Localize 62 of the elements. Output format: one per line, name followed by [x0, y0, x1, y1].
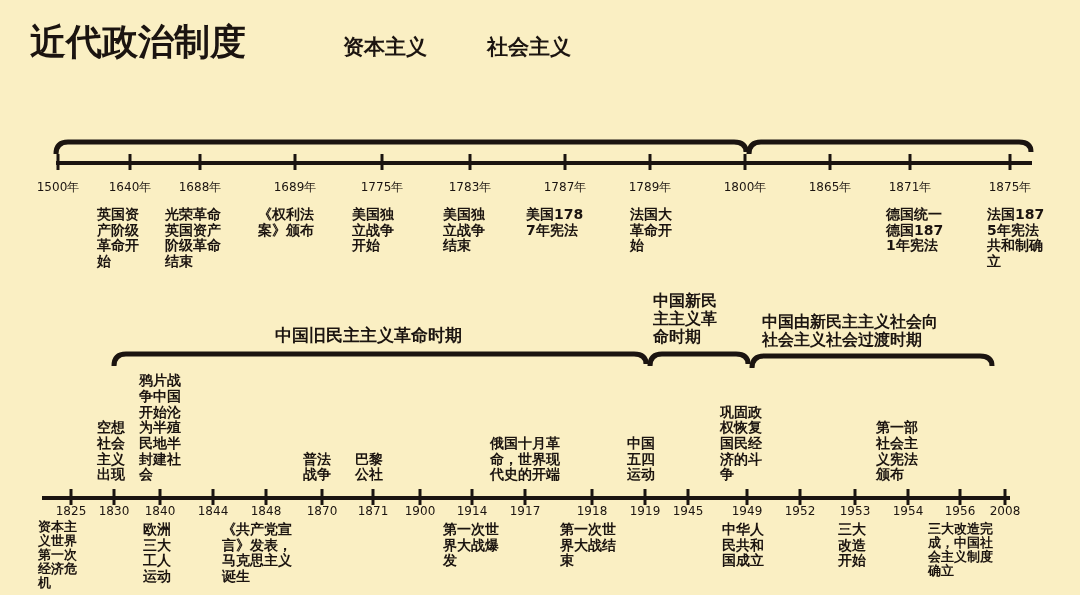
year-label: 1917: [509, 505, 541, 519]
year-label: 1689年: [273, 181, 317, 195]
period-label: 中国新民主主义革命时期: [653, 292, 718, 346]
category-label: 资本主义: [343, 36, 427, 60]
year-label: 1840: [144, 505, 176, 519]
year-label: 1783年: [448, 181, 492, 195]
year-label: 1688年: [178, 181, 222, 195]
event-label: 第一次世界大战爆发: [443, 522, 500, 569]
event-label: 第一次世界大战结束: [560, 522, 617, 569]
year-label: 1800年: [723, 181, 767, 195]
event-label: 巴黎公社: [355, 451, 383, 483]
year-label: 2008: [989, 505, 1021, 519]
year-label: 1787年: [543, 181, 587, 195]
event-label: 三大改造完成，中国社会主义制度确立: [928, 522, 994, 579]
event-label: 美国独立战争开始: [352, 207, 394, 254]
event-label: 三大改造开始: [838, 522, 866, 569]
event-label: 空想社会主义出现: [97, 420, 125, 483]
year-label: 1918: [576, 505, 608, 519]
year-label: 1875年: [988, 181, 1032, 195]
year-label: 1871年: [888, 181, 932, 195]
event-label: 法国大革命开始: [630, 207, 672, 254]
event-label: 鸦片战争中国开始沦为半殖民地半封建社会: [139, 373, 181, 483]
year-label: 1914: [456, 505, 488, 519]
event-label: 资本主义世界第一次经济危机: [38, 520, 77, 591]
year-label: 1775年: [360, 181, 404, 195]
event-label: 《权利法案》颁布: [258, 207, 315, 239]
year-label: 1830: [98, 505, 130, 519]
year-label: 1844: [197, 505, 229, 519]
event-label: 美国1787年宪法: [526, 207, 585, 239]
year-label: 1953: [839, 505, 871, 519]
year-label: 1949: [731, 505, 763, 519]
year-label: 1500年: [36, 181, 80, 195]
year-label: 1789年: [628, 181, 672, 195]
year-label: 1954: [892, 505, 924, 519]
year-label: 1900: [404, 505, 436, 519]
event-label: 第一部社会主义宪法颁布: [876, 420, 918, 483]
event-label: 美国独立战争结束: [443, 207, 485, 254]
event-label: 欧洲三大工人运动: [143, 522, 171, 585]
year-label: 1825: [55, 505, 87, 519]
event-label: 普法战争: [303, 451, 331, 483]
year-label: 1945: [672, 505, 704, 519]
event-label: 法国1875年宪法共和制确立: [987, 207, 1046, 270]
event-label: 中国五四运动: [627, 436, 655, 483]
event-label: 英国资产阶级革命开始: [97, 207, 139, 270]
year-label: 1870: [306, 505, 338, 519]
event-label: 《共产党宣言》发表，马克思主义诞生: [222, 522, 293, 585]
title: 近代政治制度: [30, 22, 246, 63]
year-label: 1640年: [108, 181, 152, 195]
event-label: 德国统一德国1871年宪法: [886, 207, 945, 254]
year-label: 1865年: [808, 181, 852, 195]
category-label: 社会主义: [487, 36, 571, 60]
year-label: 1956: [944, 505, 976, 519]
year-label: 1952: [784, 505, 816, 519]
year-label: 1848: [250, 505, 282, 519]
year-label: 1871: [357, 505, 389, 519]
year-label: 1919: [629, 505, 661, 519]
event-label: 俄国十月革命，世界现代史的开端: [490, 436, 561, 483]
period-label: 中国旧民主主义革命时期: [275, 326, 462, 346]
period-label: 中国由新民主主义社会向社会主义社会过渡时期: [762, 313, 939, 349]
event-label: 巩固政权恢复国民经济的斗争: [720, 404, 762, 483]
event-label: 中华人民共和国成立: [722, 522, 764, 569]
event-label: 光荣革命英国资产阶级革命结束: [165, 207, 221, 270]
